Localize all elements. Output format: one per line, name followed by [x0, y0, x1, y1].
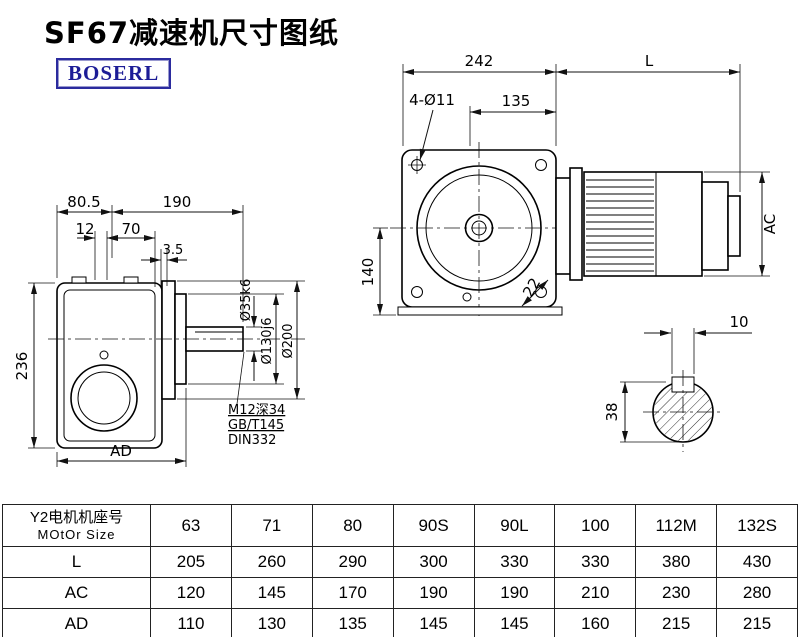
size-header-cell: 132S: [716, 504, 798, 547]
cell: 145: [473, 608, 556, 637]
cell: 380: [635, 546, 718, 578]
table-row-L: L 205 260 290 300 330 330 380 430: [2, 546, 798, 578]
dim-shaft-38: 38: [603, 402, 621, 421]
dim-236: 236: [13, 352, 31, 381]
cell: 260: [230, 546, 313, 578]
motor-fins: [586, 179, 654, 272]
motor-size-header-cn: Y2电机机座号: [29, 509, 124, 526]
note-standard-din: DIN332: [228, 433, 276, 448]
size-header-cell: 90L: [473, 504, 556, 547]
dimension-table: Y2电机机座号 MOtOr Size 63 71 80 90S 90L 100 …: [2, 504, 798, 637]
dim-70: 70: [121, 220, 140, 238]
label-bolt-holes: 4-Ø11: [409, 91, 455, 109]
brand-logo-text: BOSERL: [68, 61, 160, 85]
cell: 110: [150, 608, 232, 637]
table-row-AC: AC 120 145 170 190 190 210 230 280: [2, 577, 798, 609]
cell: 330: [554, 546, 637, 578]
size-header-cell: 71: [230, 504, 313, 547]
cell: 145: [230, 577, 313, 609]
dim-key-width-10: 10: [729, 313, 748, 331]
cell: 215: [716, 608, 798, 637]
flange-square: [390, 142, 568, 316]
dim-140: 140: [359, 258, 377, 287]
front-view-dimension-lines: [373, 64, 770, 316]
cell: 330: [473, 546, 556, 578]
label-spigot-diameter: Ø130j6: [260, 318, 275, 365]
front-view: 242 L 4-Ø11 135 140 22 AC: [359, 52, 779, 316]
cell: 430: [716, 546, 798, 578]
shaft-detail: 10 38: [603, 313, 752, 452]
side-view-dimension-lines: [28, 205, 305, 467]
motor-outline: [555, 167, 741, 281]
motor-size-header-cell: Y2电机机座号 MOtOr Size: [2, 504, 151, 547]
size-header-cell: 100: [554, 504, 637, 547]
page-title: SF67减速机尺寸图纸: [44, 16, 340, 50]
dim-80-5: 80.5: [67, 193, 100, 211]
dim-242: 242: [465, 52, 494, 70]
cell: 120: [150, 577, 232, 609]
technical-drawing: 80.5 190 12 70 3.5 236 AD Ø35k6 Ø130j6 Ø…: [13, 52, 779, 467]
shaft-detail-dimension-lines: [620, 328, 752, 443]
cell: 135: [311, 608, 394, 637]
dim-ad: AD: [110, 442, 132, 460]
size-header-cell: 112M: [635, 504, 718, 547]
dim-190: 190: [163, 193, 192, 211]
dim-motor-diameter-AC: AC: [761, 214, 779, 234]
cell: 280: [716, 577, 798, 609]
dim-135: 135: [502, 92, 531, 110]
size-header-cell: 80: [311, 504, 394, 547]
cell: 215: [635, 608, 718, 637]
table-row-AD: AD 110 130 135 145 145 160 215 215: [2, 608, 798, 637]
note-tapped-hole: M12深34: [228, 403, 285, 418]
row-label: AD: [2, 608, 151, 637]
note-standard-gb: GB/T145: [228, 418, 284, 433]
cell: 130: [230, 608, 313, 637]
row-label: AC: [2, 577, 151, 609]
motor-size-header-en: MOtOr Size: [37, 527, 116, 542]
size-header-cell: 63: [150, 504, 232, 547]
cell: 205: [150, 546, 232, 578]
cell: 290: [311, 546, 394, 578]
gearbox-housing-outline: [56, 276, 163, 449]
cell: 170: [311, 577, 394, 609]
shaft-detail-dimension-labels: 10 38: [603, 313, 749, 422]
brand-logo: BOSERL: [56, 58, 172, 89]
row-label: L: [2, 546, 151, 578]
side-view: 80.5 190 12 70 3.5 236 AD Ø35k6 Ø130j6 Ø…: [13, 193, 305, 467]
cell: 145: [392, 608, 475, 637]
cell: 210: [554, 577, 637, 609]
size-header-cell: 90S: [392, 504, 475, 547]
output-flange-and-shaft: [48, 280, 305, 400]
label-shaft-diameter: Ø35k6: [239, 279, 254, 322]
table-header-row: Y2电机机座号 MOtOr Size 63 71 80 90S 90L 100 …: [2, 504, 798, 547]
cell: 190: [473, 577, 556, 609]
label-flange-diameter: Ø200: [281, 323, 296, 358]
cell: 190: [392, 577, 475, 609]
side-view-dimension-labels: 80.5 190 12 70 3.5 236 AD Ø35k6 Ø130j6 Ø…: [13, 193, 296, 460]
cell: 300: [392, 546, 475, 578]
dim-12: 12: [75, 220, 94, 238]
dim-motor-length-L: L: [645, 52, 654, 70]
cell: 230: [635, 577, 718, 609]
dim-3-5: 3.5: [163, 243, 184, 258]
cell: 160: [554, 608, 637, 637]
